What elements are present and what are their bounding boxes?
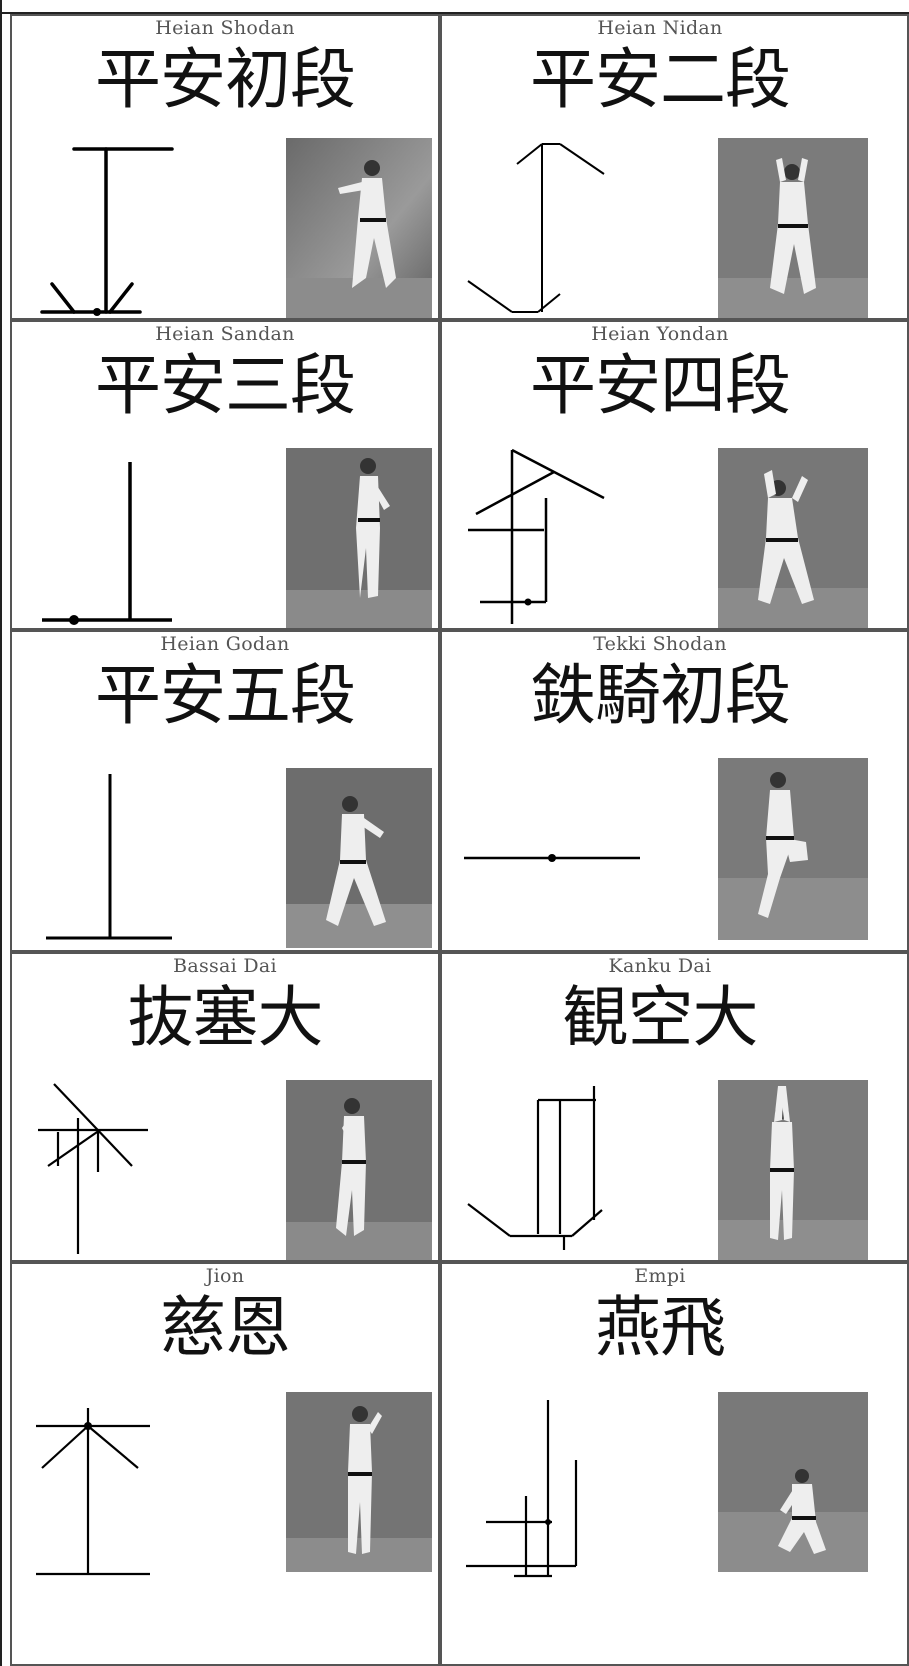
kata-cell-heian-yondan: Heian Yondan 平安四段 <box>440 320 909 630</box>
kata-romaji-name: Tekki Shodan <box>593 633 727 655</box>
kata-romaji-name: Kanku Dai <box>608 955 712 977</box>
embusen-diagram-icon <box>467 143 605 313</box>
karateka-photo <box>286 448 432 628</box>
karateka-photo <box>718 448 868 628</box>
embusen-diagram-icon <box>464 854 640 862</box>
kata-cell-heian-shodan: Heian Shodan 平安初段 <box>10 14 440 320</box>
embusen-diagram-icon <box>46 774 172 940</box>
kata-kanji-title: 平安五段 <box>95 657 356 734</box>
kata-cell-heian-godan: Heian Godan 平安五段 <box>10 630 440 952</box>
kata-romaji-name: Heian Shodan <box>155 17 295 39</box>
kata-romaji-name: Bassai Dai <box>173 955 277 977</box>
kata-kanji-title: 抜塞大 <box>127 979 324 1056</box>
kata-romaji-name: Heian Nidan <box>597 17 723 39</box>
kata-romaji-name: Heian Yondan <box>591 323 729 345</box>
karateka-photo <box>286 1080 432 1260</box>
embusen-diagram-icon <box>467 1086 603 1250</box>
kata-romaji-name: Heian Sandan <box>155 323 295 345</box>
embusen-diagram-icon <box>40 147 174 316</box>
embusen-diagram-icon <box>466 1400 578 1578</box>
top-border <box>0 0 909 14</box>
kata-kanji-title: 観空大 <box>562 979 759 1056</box>
kata-cell-tekki-shodan: Tekki Shodan 鉄騎初段 <box>440 630 909 952</box>
karateka-photo <box>286 138 432 318</box>
kata-romaji-name: Empi <box>634 1265 686 1287</box>
kata-kanji-title: 平安四段 <box>530 347 791 424</box>
kata-kanji-title: 燕飛 <box>595 1289 726 1366</box>
kata-kanji-title: 平安二段 <box>530 41 791 118</box>
kata-kanji-title: 慈恩 <box>160 1289 291 1366</box>
embusen-diagram-icon <box>468 448 605 624</box>
kata-cell-jion: Jion 慈恩 <box>10 1262 440 1666</box>
karateka-photo <box>718 138 868 318</box>
karateka-photo <box>286 768 432 948</box>
kata-cell-heian-sandan: Heian Sandan 平安三段 <box>10 320 440 630</box>
karateka-photo <box>718 758 868 940</box>
kata-table: Heian Shodan 平安初段 Heian Nidan 平安二段 <box>10 14 909 1666</box>
kata-cell-bassai-dai: Bassai Dai 抜塞大 <box>10 952 440 1262</box>
kata-cell-kanku-dai: Kanku Dai 観空大 <box>440 952 909 1262</box>
kata-kanji-title: 鉄騎初段 <box>530 657 791 734</box>
kata-romaji-name: Heian Godan <box>160 633 290 655</box>
karateka-photo <box>718 1080 868 1260</box>
kata-kanji-title: 平安三段 <box>95 347 356 424</box>
karateka-photo <box>718 1392 868 1572</box>
left-border <box>0 0 8 1666</box>
kata-cell-empi: Empi 燕飛 <box>440 1262 909 1666</box>
embusen-diagram-icon <box>36 1408 150 1576</box>
karateka-photo <box>286 1392 432 1572</box>
embusen-diagram-icon <box>38 1083 148 1254</box>
kata-cell-heian-nidan: Heian Nidan 平安二段 <box>440 14 909 320</box>
kata-kanji-title: 平安初段 <box>95 41 356 118</box>
embusen-diagram-icon <box>42 462 172 625</box>
kata-romaji-name: Jion <box>205 1265 245 1287</box>
